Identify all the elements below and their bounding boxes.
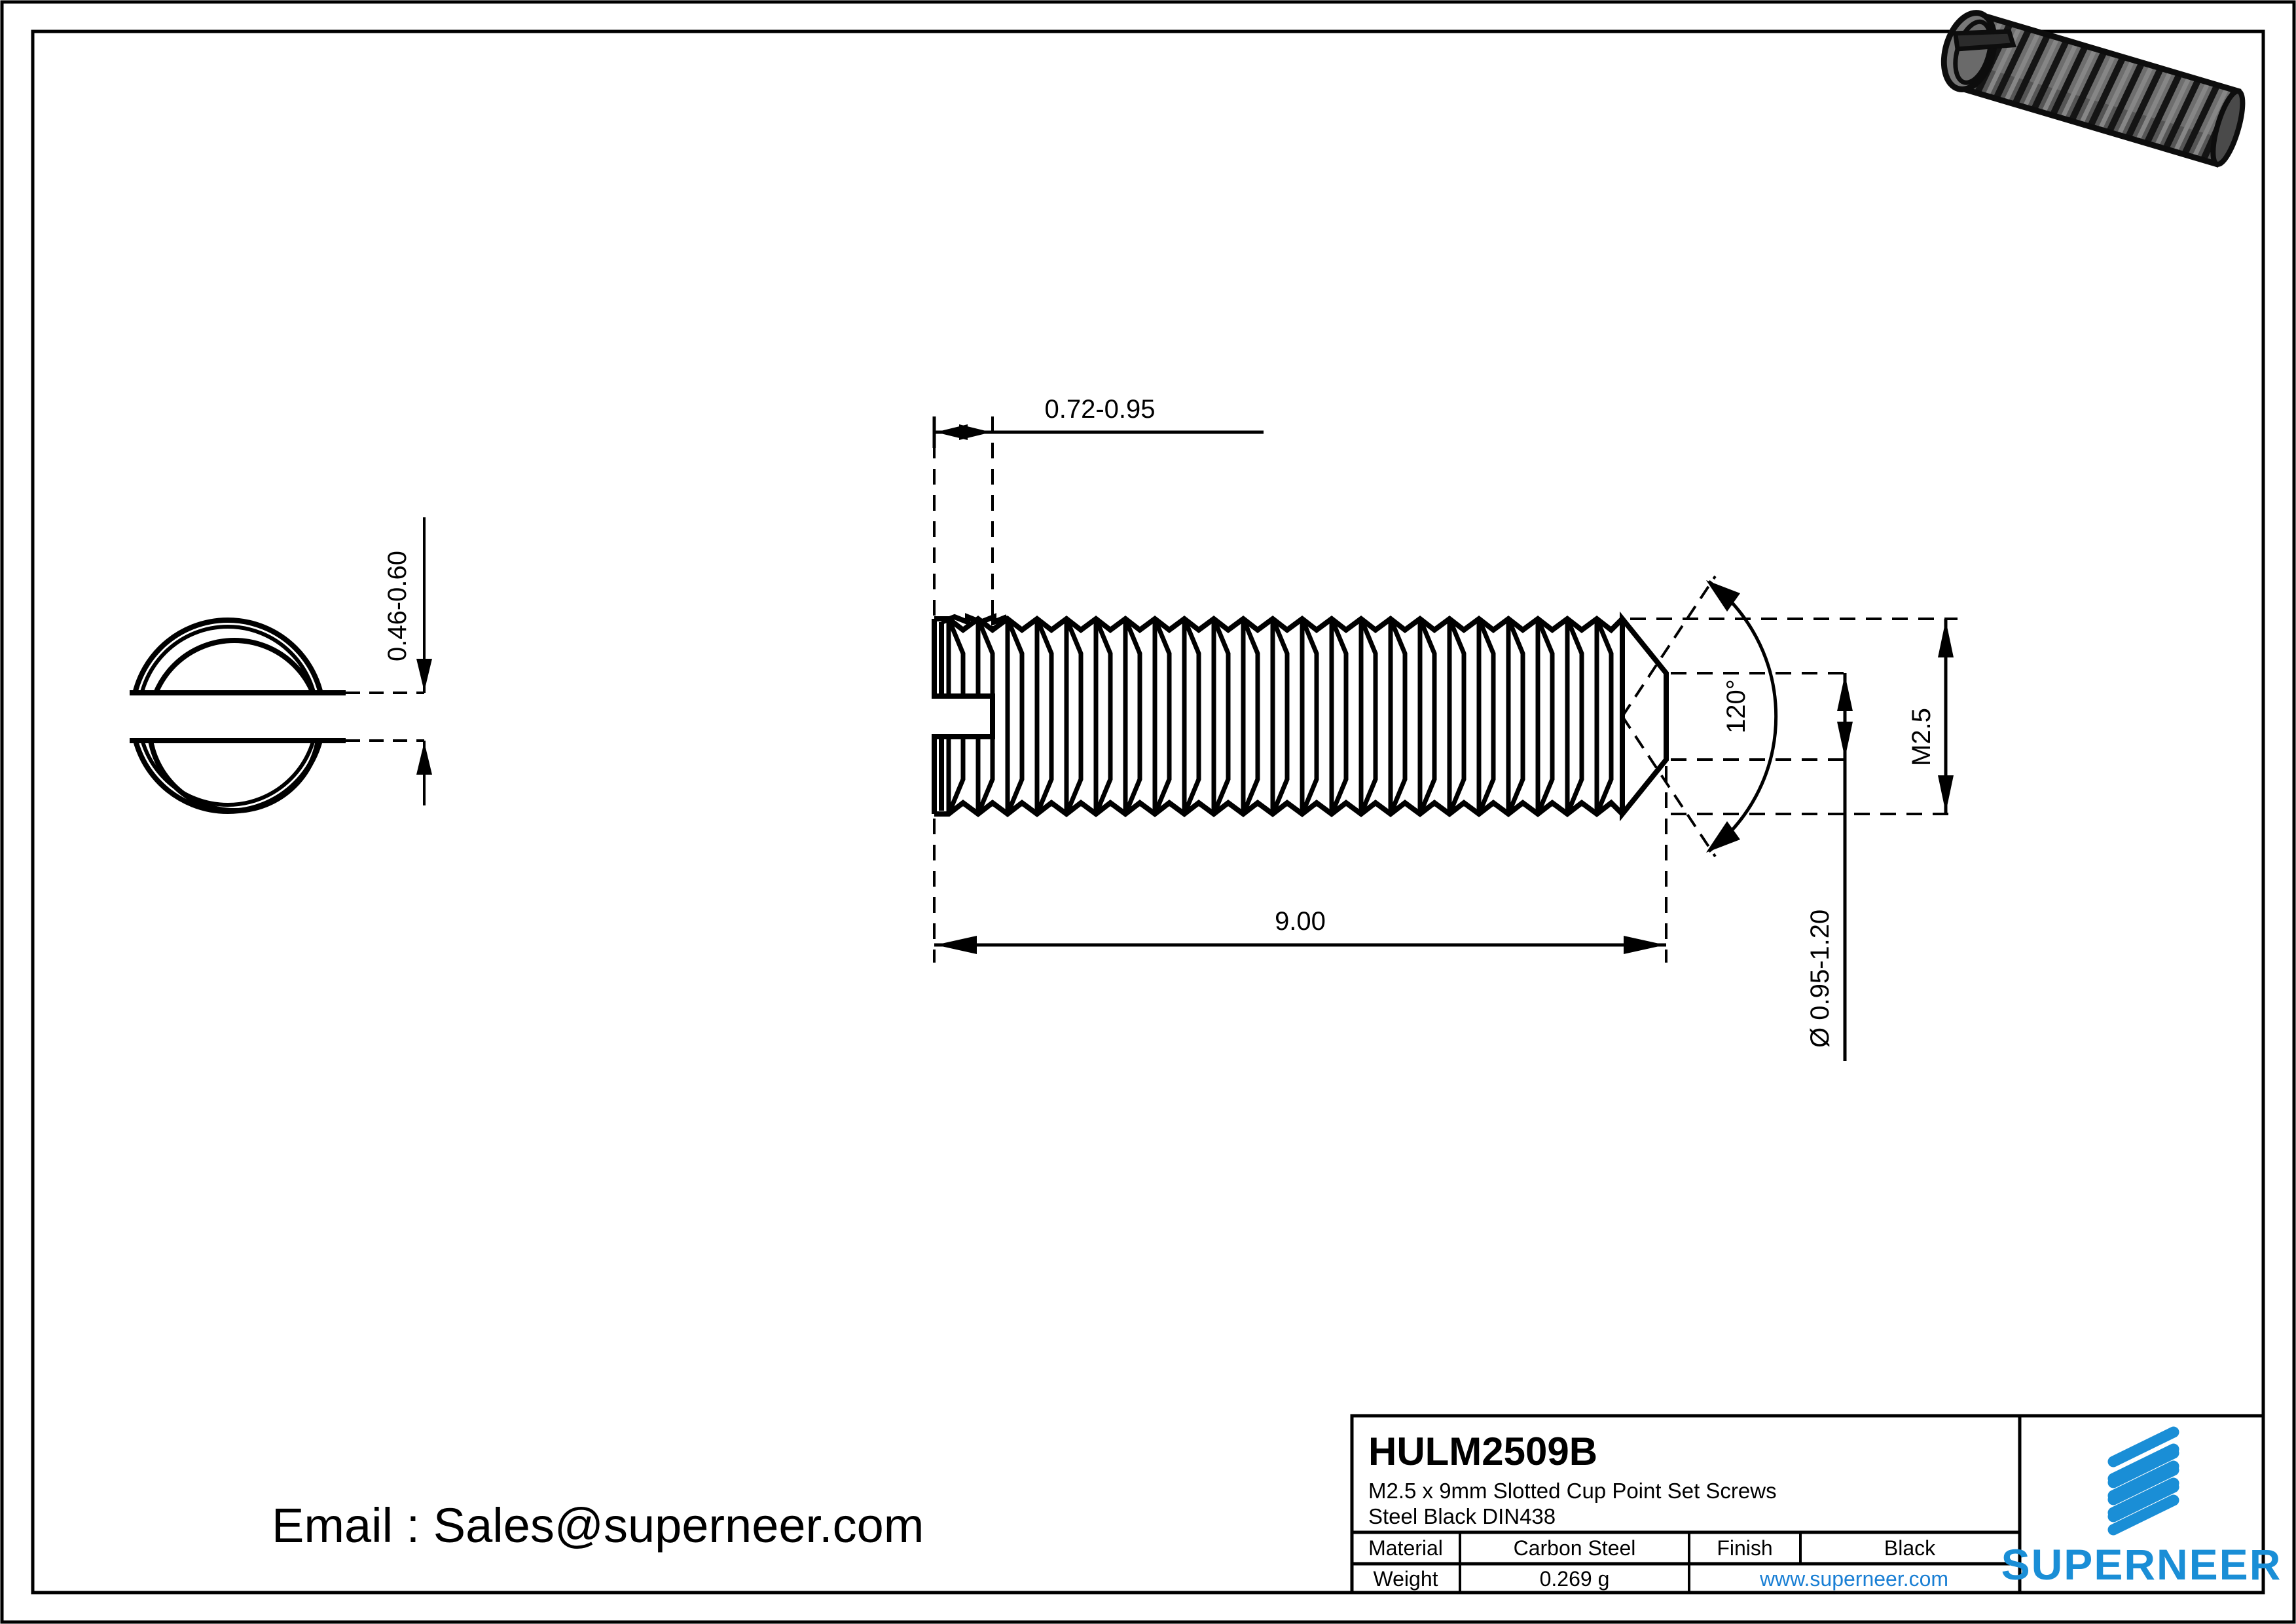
weight-label: Weight [1373, 1567, 1438, 1591]
dimension-label-length: 9.00 [1275, 907, 1326, 936]
material-value: Carbon Steel [1514, 1536, 1636, 1560]
dimension-slot-width: 0.46-0.60 [346, 517, 432, 805]
screw-slot [932, 619, 995, 814]
end-view [128, 618, 346, 814]
finish-value: Black [1884, 1536, 1936, 1560]
dimension-label-thread-size: M2.5 [1907, 708, 1936, 766]
dimension-label-cup-diameter: Ø 0.95-1.20 [1806, 910, 1834, 1048]
dimension-point-angle: 120° [1621, 575, 1778, 858]
dimension-slot-depth: 0.72-0.95 [932, 395, 1264, 629]
thread-crest-top [934, 615, 1624, 634]
logo-wordmark: SUPERNEER [2001, 1540, 2282, 1589]
dimension-label-point-angle: 120° [1722, 679, 1751, 733]
website-link[interactable]: www.superneer.com [1759, 1567, 1948, 1591]
title-block: HULM2509B M2.5 x 9mm Slotted Cup Point S… [1350, 1414, 2282, 1595]
material-label: Material [1368, 1536, 1443, 1560]
dimension-label-slot-depth: 0.72-0.95 [1044, 395, 1155, 424]
isometric-render [1941, 10, 2246, 168]
superneer-logo-icon [2107, 1426, 2179, 1536]
part-number: HULM2509B [1368, 1430, 1597, 1473]
thread-turns [946, 618, 1614, 815]
dimension-length: 9.00 [933, 766, 1667, 963]
dimension-thread-size: M2.5 [1630, 618, 1958, 815]
email-text: Email : Sales@superneer.com [272, 1498, 924, 1553]
cup-point [1620, 611, 1669, 822]
part-description-line1: M2.5 x 9mm Slotted Cup Point Set Screws [1368, 1479, 1777, 1503]
side-view-screw [932, 611, 1669, 822]
dimension-cup-diameter: Ø 0.95-1.20 [1671, 672, 1853, 1061]
finish-label: Finish [1717, 1536, 1772, 1560]
part-description-line2: Steel Black DIN438 [1368, 1504, 1556, 1528]
dimension-label-slot-width: 0.46-0.60 [383, 551, 412, 661]
thread-crest-bottom [934, 799, 1624, 818]
weight-value: 0.269 g [1540, 1567, 1610, 1591]
